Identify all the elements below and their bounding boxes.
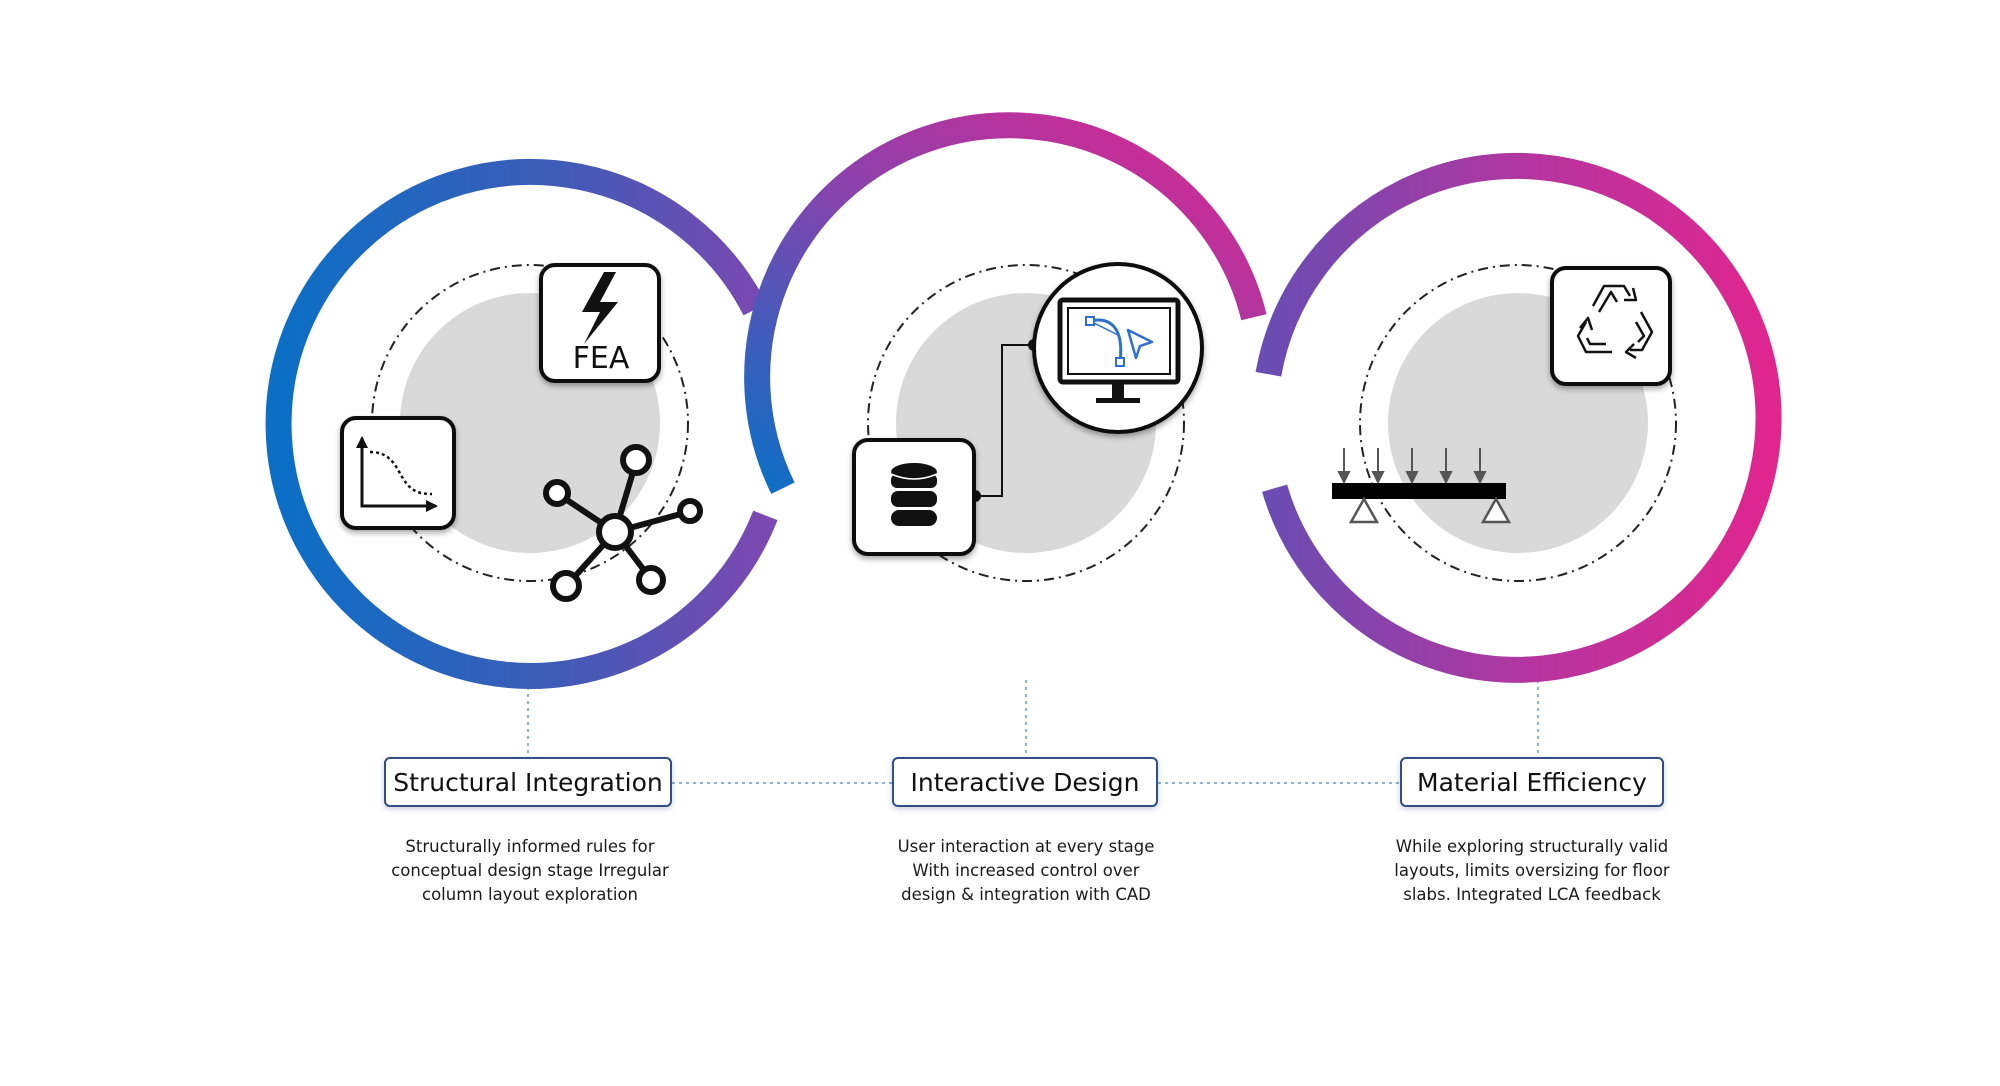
database-monitor-link bbox=[975, 344, 1034, 497]
stage-structural-integration: FEA bbox=[265, 158, 778, 689]
label-interactive-design: Interactive Design bbox=[892, 757, 1158, 807]
label-text: Structural Integration bbox=[393, 767, 663, 797]
gradient-ring bbox=[1255, 152, 1782, 683]
gradient-ring bbox=[265, 158, 778, 689]
loaded-beam-icon bbox=[1332, 448, 1512, 524]
stage-interactive-design bbox=[744, 112, 1267, 582]
dashed-orbit bbox=[371, 264, 689, 582]
cad-monitor-icon bbox=[1032, 262, 1204, 434]
recycle-icon bbox=[1550, 266, 1672, 386]
label-material-efficiency: Material Efficiency bbox=[1400, 757, 1664, 807]
description-line: While exploring structurally valid bbox=[1395, 837, 1669, 856]
description-line: conceptual design stage Irregular bbox=[391, 861, 669, 880]
description-line: column layout exploration bbox=[422, 885, 638, 904]
description-line: User interaction at every stage bbox=[897, 837, 1155, 856]
curve-graph-icon bbox=[340, 416, 456, 530]
gradient-ring bbox=[744, 112, 1267, 494]
database-icon bbox=[852, 438, 976, 556]
fea-lightning-icon: FEA bbox=[539, 263, 661, 383]
vertical-connectors bbox=[527, 680, 1539, 758]
dashed-orbit bbox=[1359, 264, 1677, 582]
description-interactive-design: User interaction at every stage With inc… bbox=[861, 835, 1191, 907]
description-line: layouts, limits oversizing for floor bbox=[1394, 861, 1670, 880]
description-line: design & integration with CAD bbox=[901, 885, 1151, 904]
description-line: With increased control over bbox=[912, 861, 1140, 880]
description-line: slabs. Integrated LCA feedback bbox=[1403, 885, 1661, 904]
description-line: Structurally informed rules for bbox=[405, 837, 655, 856]
label-text: Material Efficiency bbox=[1417, 767, 1647, 797]
label-structural-integration: Structural Integration bbox=[384, 757, 672, 807]
stage-material-efficiency bbox=[1255, 152, 1782, 683]
dashed-orbit bbox=[867, 264, 1185, 582]
network-node-icon bbox=[543, 444, 703, 602]
label-text: Interactive Design bbox=[910, 767, 1140, 797]
fea-label: FEA bbox=[573, 341, 630, 376]
description-structural-integration: Structurally informed rules for conceptu… bbox=[365, 835, 695, 907]
description-material-efficiency: While exploring structurally valid layou… bbox=[1367, 835, 1697, 907]
